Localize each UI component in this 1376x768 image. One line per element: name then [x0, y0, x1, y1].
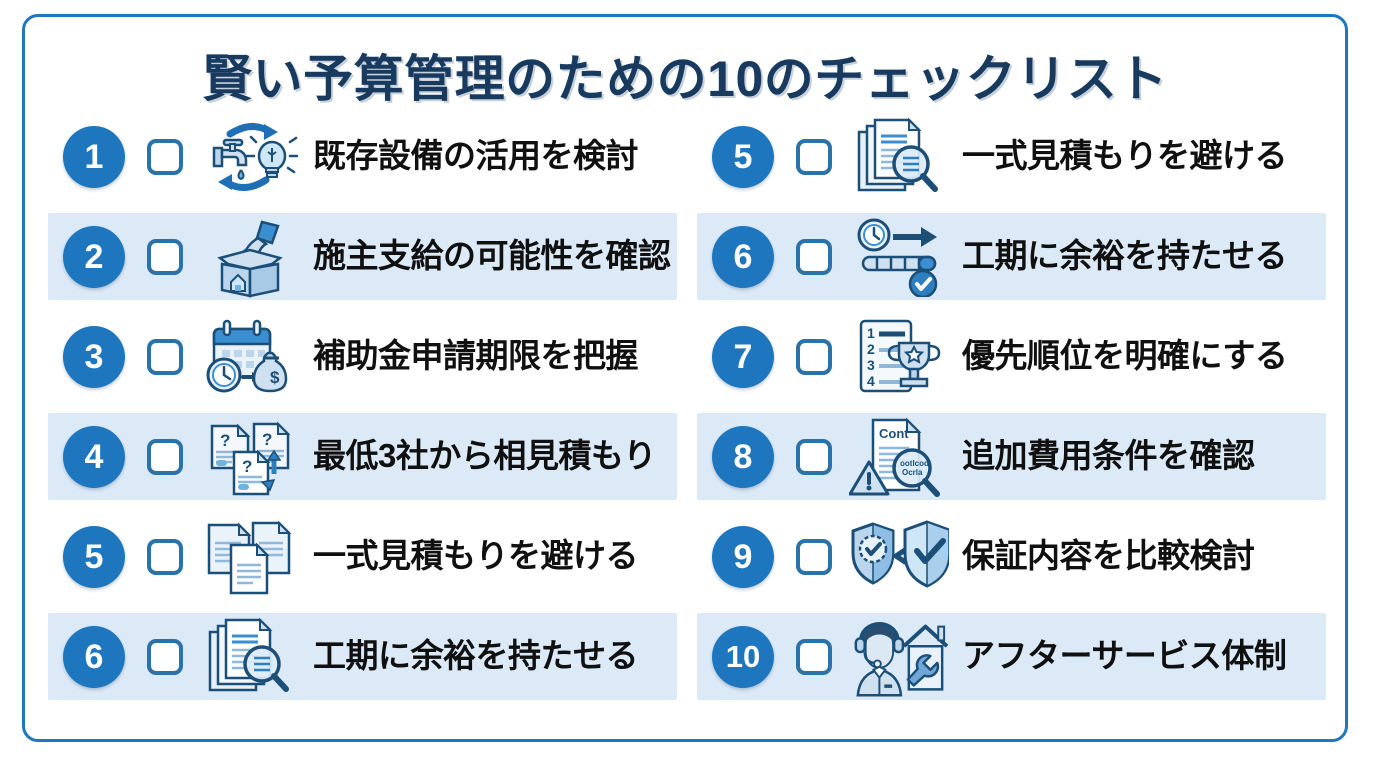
support-agent-house-wrench-icon — [848, 617, 950, 697]
item-label: 工期に余裕を持たせる — [962, 237, 1288, 275]
question-documents-compare-icon: ? ? ? — [199, 417, 301, 497]
item-label: 最低3社から相見積もり — [313, 437, 656, 475]
item-number-badge: 6 — [712, 225, 774, 288]
checkbox[interactable] — [796, 538, 832, 575]
calendar-clock-moneybag-icon: $ — [199, 317, 301, 397]
checklist-row[interactable]: 9 保証内容を比較検討 — [697, 513, 1326, 600]
checklist-row[interactable]: 5 一式見積もりを避ける — [697, 113, 1326, 200]
checkbox[interactable] — [796, 138, 832, 175]
checklist-row[interactable]: 6 工期に余裕を持たせる — [697, 213, 1326, 300]
item-number-badge: 5 — [63, 525, 125, 588]
left-column: 1 既存設備の活用を検討 2 施主支給の可能性を確認 3 — [48, 113, 677, 713]
checkbox[interactable] — [147, 138, 183, 175]
checkbox[interactable] — [796, 638, 832, 675]
checklist-card: 賢い予算管理のための10のチェックリスト 1 既存設備の活用を検討 2 施主支給の… — [22, 14, 1348, 742]
item-label: 補助金申請期限を把握 — [313, 337, 639, 375]
hand-box-house-icon — [199, 217, 301, 298]
documents-magnifier-icon — [848, 117, 950, 197]
checkbox[interactable] — [796, 338, 832, 375]
item-label: 施主支給の可能性を確認 — [313, 237, 671, 275]
svg-text:3: 3 — [867, 357, 875, 373]
svg-text:?: ? — [262, 430, 272, 449]
checkbox[interactable] — [147, 538, 183, 575]
item-number-badge: 8 — [712, 425, 774, 488]
documents-magnifier-icon — [199, 617, 301, 697]
item-number-badge: 1 — [63, 125, 125, 188]
svg-text:?: ? — [220, 431, 230, 450]
checklist-row[interactable]: 3 $ 補助金申請期限を把握 — [48, 313, 677, 400]
checklist-columns: 1 既存設備の活用を検討 2 施主支給の可能性を確認 3 — [48, 113, 1326, 713]
item-label: 既存設備の活用を検討 — [313, 137, 639, 175]
checkbox[interactable] — [147, 438, 183, 475]
checkbox[interactable] — [147, 338, 183, 375]
item-label: アフターサービス体制 — [962, 637, 1287, 675]
checkbox[interactable] — [147, 638, 183, 675]
svg-text:$: $ — [270, 368, 280, 387]
item-label: 保証内容を比較検討 — [962, 537, 1255, 575]
svg-text:ootlcod: ootlcod — [900, 459, 929, 468]
checkbox[interactable] — [147, 238, 183, 275]
svg-text:Cont: Cont — [879, 426, 909, 441]
checklist-row[interactable]: 4 ? ? ? 最低3社から相見積もり — [48, 413, 677, 500]
item-number-badge: 5 — [712, 125, 774, 188]
faucet-bulb-recycle-icon — [199, 117, 301, 197]
clock-timeline-check-icon — [848, 217, 950, 297]
shields-compare-icon — [848, 517, 950, 597]
svg-text:4: 4 — [867, 373, 875, 389]
item-number-badge: 10 — [712, 625, 774, 688]
checkbox[interactable] — [796, 238, 832, 275]
checklist-row[interactable]: 6 工期に余裕を持たせる — [48, 613, 677, 700]
stacked-documents-icon — [199, 517, 301, 597]
item-number-badge: 6 — [63, 625, 125, 688]
item-label: 一式見積もりを避ける — [962, 137, 1288, 175]
item-label: 一式見積もりを避ける — [313, 537, 639, 575]
checklist-row[interactable]: 7 1 2 3 4 優先順位を明確にする — [697, 313, 1326, 400]
contract-magnifier-warning-icon: Cont ootlcod Ocrla — [848, 417, 950, 497]
svg-text:1: 1 — [867, 325, 875, 341]
item-number-badge: 4 — [63, 425, 125, 488]
item-number-badge: 9 — [712, 525, 774, 588]
item-number-badge: 7 — [712, 325, 774, 388]
page-title: 賢い予算管理のための10のチェックリスト — [202, 51, 1168, 107]
checklist-row[interactable]: 8 Cont ootlcod Ocrla 追加費用条件を確認 — [697, 413, 1326, 500]
item-label: 追加費用条件を確認 — [962, 437, 1255, 475]
checkbox[interactable] — [796, 438, 832, 475]
checklist-row[interactable]: 2 施主支給の可能性を確認 — [48, 213, 677, 300]
svg-text:2: 2 — [867, 341, 875, 357]
checklist-row[interactable]: 5 一式見積もりを避ける — [48, 513, 677, 600]
item-label: 優先順位を明確にする — [962, 337, 1288, 375]
svg-text:Ocrla: Ocrla — [902, 468, 923, 477]
item-label: 工期に余裕を持たせる — [313, 637, 639, 675]
item-number-badge: 2 — [63, 225, 125, 288]
item-number-badge: 3 — [63, 325, 125, 388]
svg-text:?: ? — [242, 457, 252, 476]
right-column: 5 一式見積もりを避ける 6 工期に余裕を持たせる 7 1 2 3 4 — [697, 113, 1326, 713]
checklist-row[interactable]: 1 既存設備の活用を検討 — [48, 113, 677, 200]
checklist-row[interactable]: 10 アフターサービス体制 — [697, 613, 1326, 700]
ranked-list-trophy-icon: 1 2 3 4 — [848, 317, 950, 397]
